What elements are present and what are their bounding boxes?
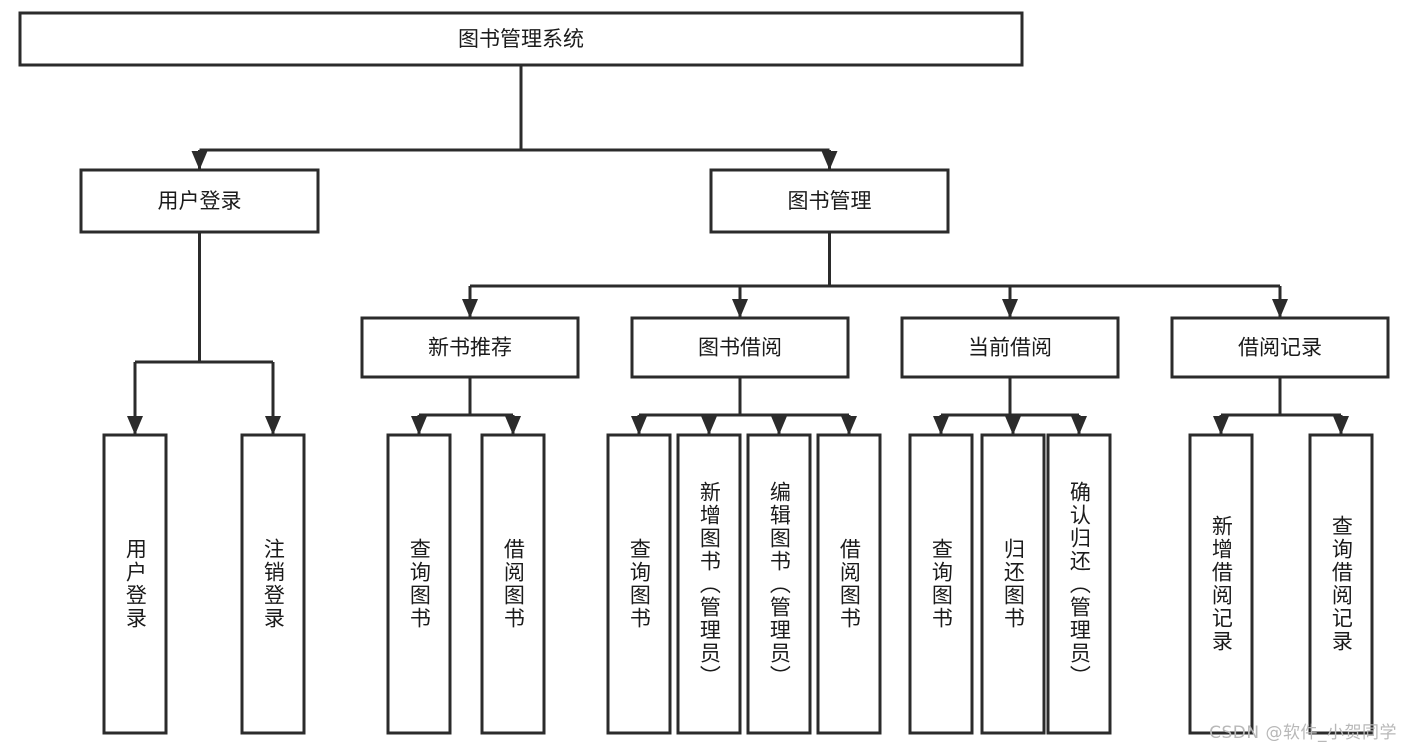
arrow-head [1213,416,1229,435]
arrow-head [1272,299,1288,318]
arrow-head [841,416,857,435]
node-box-leaf-add-record[interactable] [1188,433,1254,735]
arrow-head [265,416,281,435]
node-box-current-borrow[interactable] [900,316,1120,379]
node-box-root[interactable] [18,11,1024,67]
node-box-leaf-query-record[interactable] [1308,433,1374,735]
node-box-borrow-record[interactable] [1170,316,1390,379]
node-box-leaf-borrow-book-2[interactable] [816,433,882,735]
arrow-head [411,416,427,435]
node-box-leaf-edit-book[interactable] [746,433,812,735]
arrow-head [127,416,143,435]
node-box-user-login[interactable] [79,168,320,234]
node-box-leaf-user-login[interactable] [102,433,168,735]
node-box-leaf-add-book[interactable] [676,433,742,735]
node-label-book-borrow: 图书借阅 [698,336,782,360]
node-box-new-book-recommend[interactable] [360,316,580,379]
arrow-head [631,416,647,435]
node-box-leaf-return-book[interactable] [980,433,1046,735]
node-label-borrow-record: 借阅记录 [1238,336,1322,360]
connector-layer [127,65,1349,435]
node-box-leaf-query-book-1[interactable] [386,433,452,735]
arrow-head [933,416,949,435]
node-label-book-management: 图书管理 [788,189,872,213]
node-box-leaf-query-book-2[interactable] [606,433,672,735]
arrow-head [191,151,208,170]
node-label-new-book-recommend: 新书推荐 [428,336,512,360]
node-label-current-borrow: 当前借阅 [968,336,1052,360]
node-label-root: 图书管理系统 [458,27,584,51]
node-box-leaf-query-book-3[interactable] [908,433,974,735]
arrow-head [462,299,478,318]
arrow-head [732,299,748,318]
arrow-head [1005,416,1021,435]
arrow-head [771,416,787,435]
arrow-head [1002,299,1018,318]
arrow-head [505,416,521,435]
node-box-leaf-confirm-return[interactable] [1046,433,1112,735]
arrow-head [701,416,717,435]
arrow-head [1071,416,1087,435]
arrow-head [1333,416,1349,435]
node-box-book-borrow[interactable] [630,316,850,379]
node-box-leaf-borrow-book-1[interactable] [480,433,546,735]
node-label-user-login: 用户登录 [158,189,242,213]
node-box-leaf-user-logout[interactable] [240,433,306,735]
arrow-head [821,151,838,170]
watermark: CSDN @软件_小贺同学 [1209,723,1397,743]
node-box-book-management[interactable] [709,168,950,234]
